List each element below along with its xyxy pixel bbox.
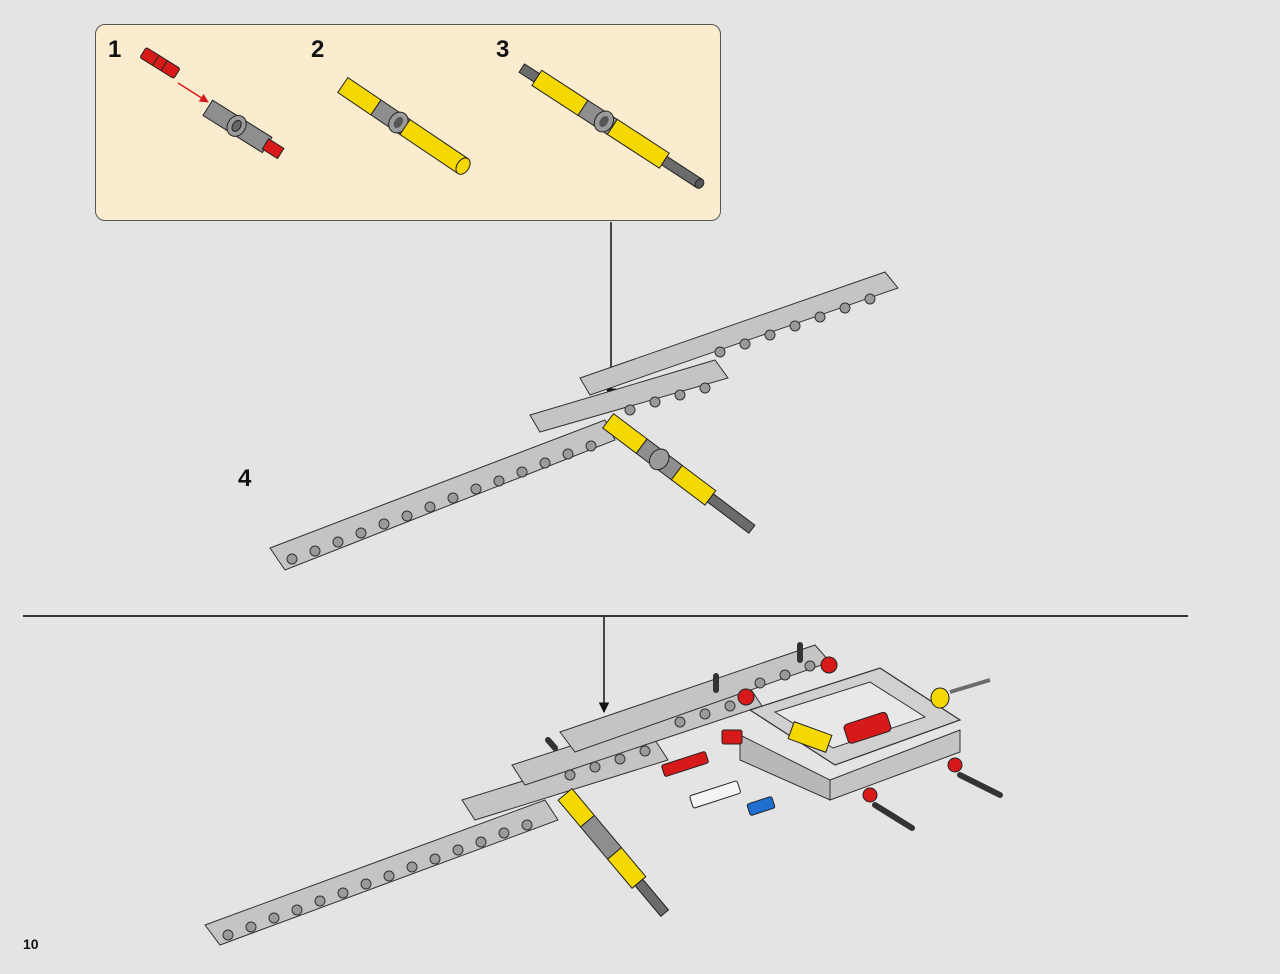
white-pin-icon <box>689 780 741 809</box>
beam-holes <box>286 293 876 565</box>
red-pin-icon <box>140 47 180 79</box>
step-4-number: 4 <box>238 465 252 492</box>
yellow-axle-icon <box>557 787 670 918</box>
beam-icon <box>204 644 831 946</box>
step-divider <box>23 615 1188 617</box>
insert-arrow-icon <box>177 82 209 103</box>
red-pin-icon <box>661 656 963 803</box>
blue-pin-icon <box>746 796 776 816</box>
axle-pin-icon <box>545 642 1003 831</box>
yellow-axle-icon <box>337 76 471 175</box>
connector-icon <box>202 99 285 160</box>
yellow-axle-icon <box>602 412 756 534</box>
page-number: 10 <box>23 936 39 952</box>
substep-3-number: 3 <box>496 36 510 63</box>
axle-assembly-icon <box>518 63 705 189</box>
frame-icon <box>739 667 991 801</box>
beam-icon <box>269 271 899 571</box>
substep-2-number: 2 <box>311 36 325 63</box>
substep-1-number: 1 <box>108 36 122 63</box>
beam-holes <box>222 660 816 941</box>
